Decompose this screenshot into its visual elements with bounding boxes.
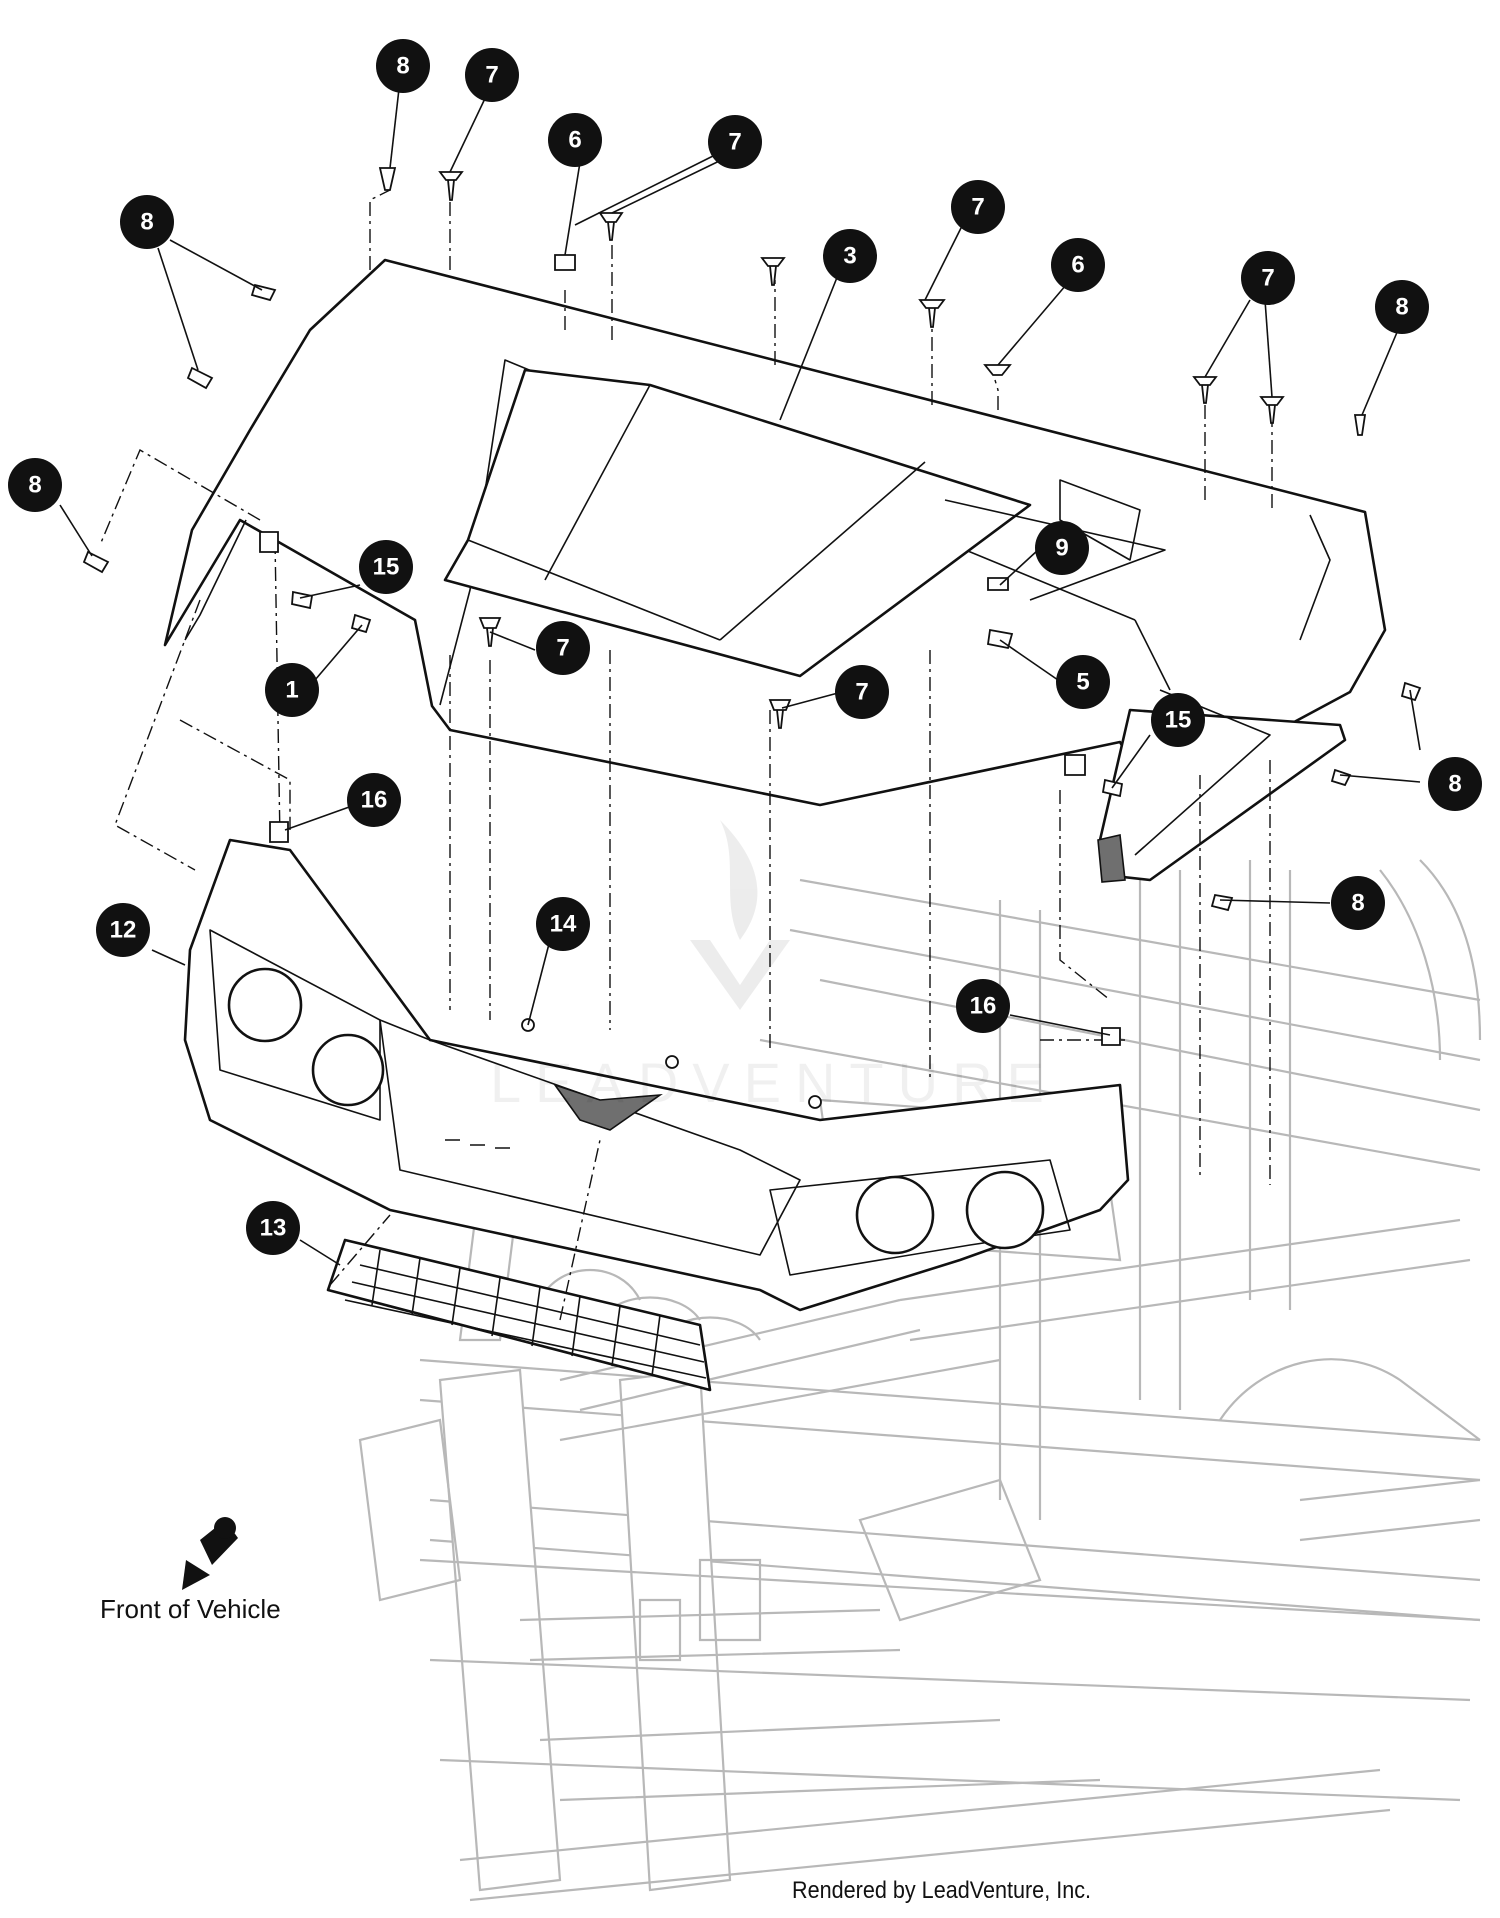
callout-8[interactable]: 8 (1428, 757, 1482, 811)
callout-8[interactable]: 8 (8, 458, 62, 512)
callout-5[interactable]: 5 (1056, 655, 1110, 709)
svg-text:16: 16 (970, 993, 997, 1020)
svg-text:1: 1 (285, 677, 298, 704)
callout-7[interactable]: 7 (708, 115, 762, 169)
callout-9[interactable]: 9 (1035, 521, 1089, 575)
grille (326, 1238, 712, 1392)
callout-13[interactable]: 13 (246, 1201, 300, 1255)
rendered-by-label: Rendered by LeadVenture, Inc. (792, 1877, 1092, 1904)
svg-text:7: 7 (971, 194, 984, 221)
callout-7[interactable]: 7 (1241, 251, 1295, 305)
callout-7[interactable]: 7 (951, 180, 1005, 234)
callout-15[interactable]: 15 (359, 540, 413, 594)
callout-16[interactable]: 16 (956, 979, 1010, 1033)
callout-8[interactable]: 8 (1331, 876, 1385, 930)
callout-8[interactable]: 8 (120, 195, 174, 249)
callout-8[interactable]: 8 (1375, 280, 1429, 334)
leadventure-logo-watermark-icon (690, 820, 790, 1010)
svg-text:7: 7 (556, 635, 569, 662)
svg-text:6: 6 (1071, 252, 1084, 279)
front-bumper (183, 838, 1130, 1312)
svg-text:16: 16 (361, 787, 388, 814)
svg-text:3: 3 (843, 243, 856, 270)
svg-text:15: 15 (1165, 707, 1192, 734)
callout-7[interactable]: 7 (536, 621, 590, 675)
svg-text:7: 7 (1261, 265, 1274, 292)
svg-text:12: 12 (110, 917, 137, 944)
svg-text:7: 7 (728, 129, 741, 156)
callout-14[interactable]: 14 (536, 897, 590, 951)
right-side-panel (1097, 689, 1347, 883)
vehicle-frame-background (358, 859, 1482, 1902)
svg-text:8: 8 (1448, 771, 1461, 798)
front-direction-arrow-icon (182, 1517, 238, 1590)
svg-text:6: 6 (568, 127, 581, 154)
hood-access-panel (443, 368, 1166, 678)
fasteners (82, 167, 1422, 1109)
callout-6[interactable]: 6 (1051, 238, 1105, 292)
svg-text:5: 5 (1076, 669, 1089, 696)
svg-text:8: 8 (28, 472, 41, 499)
svg-text:9: 9 (1055, 535, 1068, 562)
svg-text:8: 8 (396, 53, 409, 80)
callout-12[interactable]: 12 (96, 903, 150, 957)
svg-text:15: 15 (373, 554, 400, 581)
callout-15[interactable]: 15 (1151, 693, 1205, 747)
svg-text:14: 14 (550, 911, 577, 938)
svg-text:8: 8 (1395, 294, 1408, 321)
front-of-vehicle-label: Front of Vehicle (100, 1594, 281, 1624)
svg-text:13: 13 (260, 1215, 287, 1242)
callout-3[interactable]: 3 (823, 229, 877, 283)
svg-text:7: 7 (855, 679, 868, 706)
assembly-lines (99, 189, 1273, 1321)
callout-7[interactable]: 7 (835, 665, 889, 719)
watermark-text: LEADVENTURE (490, 1051, 1058, 1114)
callout-16[interactable]: 16 (347, 773, 401, 827)
callout-1[interactable]: 1 (265, 663, 319, 717)
callouts: 8 7 6 7 3 7 6 7 8 8 8 15 1 7 7 9 5 15 8 … (8, 39, 1482, 1255)
callout-6[interactable]: 6 (548, 113, 602, 167)
svg-text:7: 7 (485, 62, 498, 89)
callout-7[interactable]: 7 (465, 48, 519, 102)
svg-text:8: 8 (1351, 890, 1364, 917)
callout-8[interactable]: 8 (376, 39, 430, 93)
svg-text:8: 8 (140, 209, 153, 236)
